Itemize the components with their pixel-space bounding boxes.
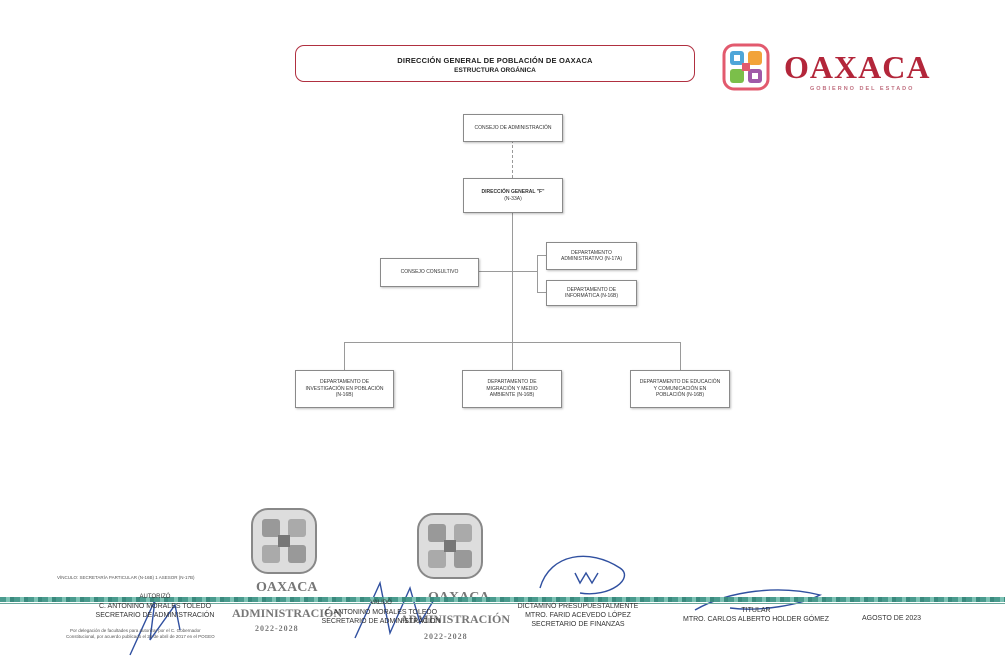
delegacion-note-2: Constitucional, por acuerdo publicado el… xyxy=(66,634,215,639)
org-box-label: DEPARTAMENTO DE EDUCACIÓN xyxy=(639,379,721,386)
org-box-depto-investigacion: DEPARTAMENTO DE INVESTIGACIÓN EN POBLACI… xyxy=(295,370,394,408)
document-title: DIRECCIÓN GENERAL DE POBLACIÓN DE OAXACA xyxy=(397,56,593,65)
titular-label: TITULAR xyxy=(741,607,771,614)
seal-right-years: 2022-2028 xyxy=(424,632,468,641)
org-box-label: DEPARTAMENTO DE xyxy=(319,379,370,386)
org-box-depto-administrativo: DEPARTAMENTO ADMINISTRATIVO (N-17A) xyxy=(546,242,637,270)
dictamino-title: SECRETARIO DE FINANZAS xyxy=(531,621,625,629)
main-trunk-line xyxy=(512,211,513,342)
org-box-depto-migracion: DEPARTAMENTO DE MIGRACIÓN Y MEDIO AMBIEN… xyxy=(462,370,562,408)
valido-name: C. ANTONINO MORALES TOLEDO xyxy=(324,608,438,616)
org-box-consejo-consultivo: CONSEJO CONSULTIVO xyxy=(380,258,479,287)
org-box-label: Y COMUNICACIÓN EN xyxy=(653,385,707,392)
document-subtitle: ESTRUCTURA ORGÁNICA xyxy=(454,67,536,74)
right-branch-connector xyxy=(512,271,537,272)
admin-branch-line xyxy=(537,255,546,256)
dictamino-block: DICTAMINÓ PRESUPUESTALMENTE MTRO. FARID … xyxy=(503,602,653,629)
autorizo-name: C. ANTONINO MORALES TOLEDO xyxy=(98,602,212,610)
oaxaca-logo-icon xyxy=(722,43,770,91)
vinculo-note: VÍNCULO: SECRETARÍA PARTICULAR (N-16B) 1… xyxy=(57,575,195,580)
dictamino-name: MTRO. FARID ACEVEDO LÓPEZ xyxy=(525,612,631,620)
footer-divider xyxy=(0,603,1005,604)
org-box-label: AMBIENTE (N-16B) xyxy=(489,392,535,399)
signature-valido-icon xyxy=(354,580,436,639)
seal-left-wordmark: OAXACA xyxy=(256,580,318,595)
org-box-label: DEPARTAMENTO DE xyxy=(487,379,537,386)
org-box-label: DIRECCIÓN GENERAL "F" xyxy=(481,189,545,195)
titular-name: MTRO. CARLOS ALBERTO HOLDER GÓMEZ xyxy=(683,616,829,624)
org-box-label: POBLACIÓN (N-16B) xyxy=(655,392,705,399)
document-date: AGOSTO DE 2023 xyxy=(862,615,922,622)
official-seal-left-icon xyxy=(251,508,317,574)
document-header: DIRECCIÓN GENERAL DE POBLACIÓN DE OAXACA… xyxy=(295,45,695,82)
consultivo-connector xyxy=(477,271,512,272)
seal-right-admin: ADMINISTRACIÓN xyxy=(400,612,511,626)
logo-subtitle: GOBIERNO DEL ESTADO xyxy=(810,86,915,92)
org-box-code: (N-16B) xyxy=(335,392,354,399)
bottom-right-drop xyxy=(680,342,681,370)
footer-decorative-stripe xyxy=(0,597,1005,602)
dictamino-label: DICTAMINÓ PRESUPUESTALMENTE xyxy=(517,603,639,610)
org-box-label: CONSEJO CONSULTIVO xyxy=(400,269,459,276)
delegacion-note-1: Por delegación de facultades para autori… xyxy=(70,628,201,633)
valido-label: VALIDÓ xyxy=(370,600,392,606)
org-box-consejo-administracion: CONSEJO DE ADMINISTRACIÓN xyxy=(463,114,563,142)
org-box-label: INVESTIGACIÓN EN POBLACIÓN xyxy=(305,385,384,392)
bottom-center-drop xyxy=(512,342,513,370)
org-box-label: DEPARTAMENTO DE xyxy=(566,286,617,293)
valido-title: SECRETARIO DE ADMINISTRACIÓN xyxy=(321,617,441,625)
official-seal-right-icon xyxy=(417,513,483,579)
org-box-direccion-general: DIRECCIÓN GENERAL "F" (N-33A) xyxy=(463,178,563,213)
bottom-left-drop xyxy=(344,342,345,370)
info-branch-line xyxy=(537,292,546,293)
org-box-label: INFORMÁTICA (N-16B) xyxy=(564,293,619,299)
org-box-label: DEPARTAMENTO xyxy=(571,249,612,256)
seal-left-years: 2022-2028 xyxy=(255,624,299,633)
seal-left-admin: ADMINISTRACIÓN xyxy=(232,606,343,620)
signature-dictamino-icon xyxy=(539,555,626,595)
org-box-label: CONSEJO DE ADMINISTRACIÓN xyxy=(474,124,552,131)
autorizo-block: AUTORIZÓ C. ANTONINO MORALES TOLEDO SECR… xyxy=(80,594,230,620)
autorizo-title: SECRETARIO DE ADMINISTRACIÓN xyxy=(95,611,215,619)
org-box-code: (N-33A) xyxy=(504,195,522,202)
logo-wordmark: OAXACA xyxy=(784,49,931,85)
org-box-label: MIGRACIÓN Y MEDIO xyxy=(486,385,538,392)
dashed-connector xyxy=(512,140,513,178)
org-box-label: ADMINISTRATIVO (N-17A) xyxy=(560,256,623,262)
org-box-depto-informatica: DEPARTAMENTO DE INFORMÁTICA (N-16B) xyxy=(546,280,637,306)
titular-block: TITULAR MTRO. CARLOS ALBERTO HOLDER GÓME… xyxy=(676,606,836,624)
signature-autorizo-icon xyxy=(129,599,181,656)
org-box-depto-educacion: DEPARTAMENTO DE EDUCACIÓN Y COMUNICACIÓN… xyxy=(630,370,730,408)
signature-titular-icon xyxy=(694,589,823,611)
right-branch-vertical xyxy=(537,255,538,292)
valido-block: VALIDÓ C. ANTONINO MORALES TOLEDO SECRET… xyxy=(306,600,456,626)
autorizo-label: AUTORIZÓ xyxy=(139,594,171,600)
